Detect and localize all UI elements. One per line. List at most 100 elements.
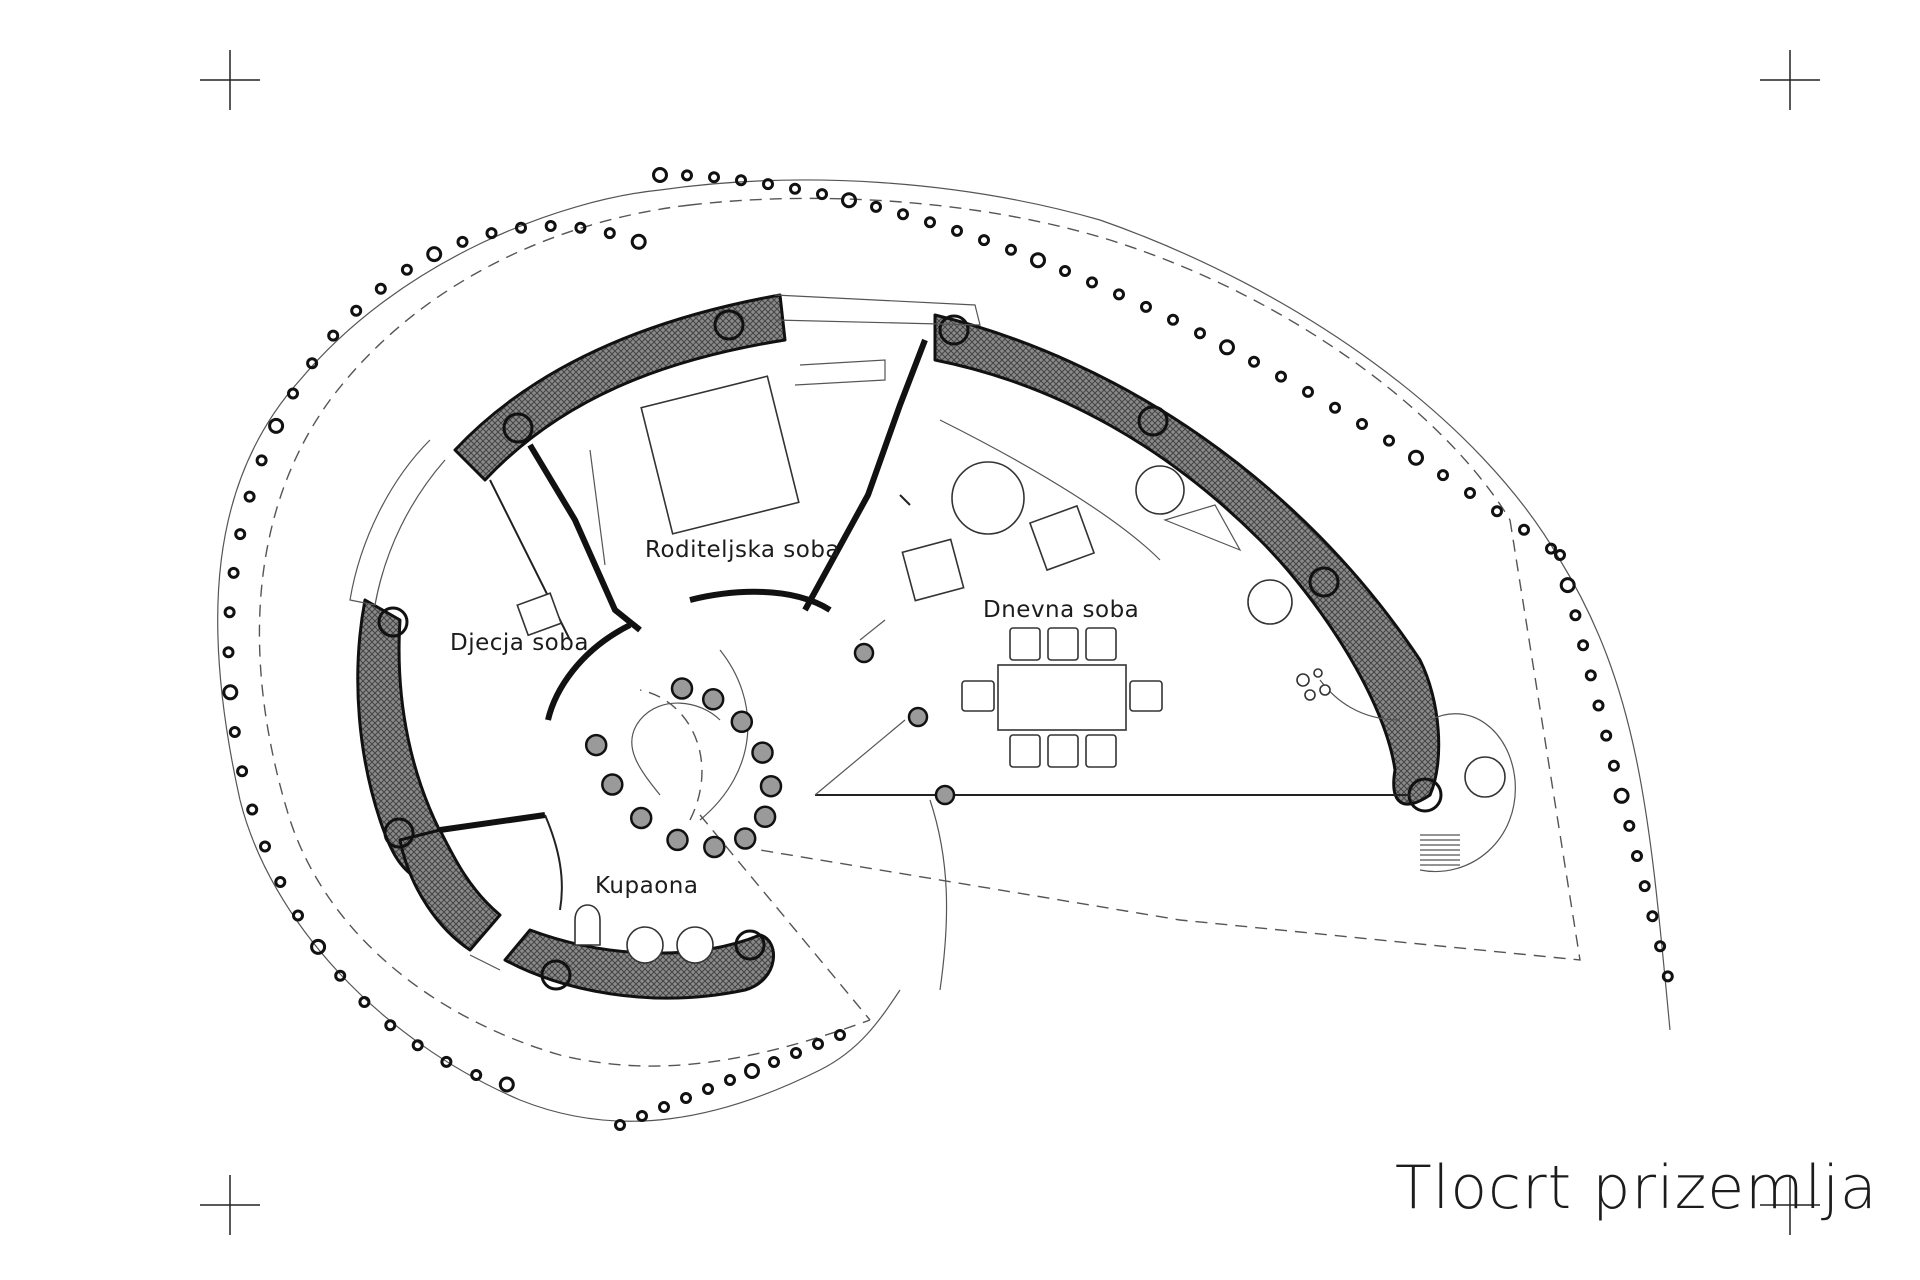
stair-post bbox=[733, 827, 757, 850]
stair-post bbox=[629, 806, 653, 830]
stair-post bbox=[601, 773, 624, 796]
boundary-post bbox=[426, 246, 443, 263]
boundary-post bbox=[1194, 327, 1206, 340]
dining-chair bbox=[1009, 734, 1041, 768]
spiral-stair-posts bbox=[584, 677, 783, 859]
boundary-post bbox=[1646, 910, 1659, 923]
boundary-post bbox=[1592, 699, 1605, 712]
boundary-post bbox=[680, 1092, 692, 1104]
free-standing-posts bbox=[853, 642, 956, 806]
boundary-post bbox=[1464, 487, 1476, 499]
boundary-post bbox=[1654, 940, 1667, 953]
boundary-post bbox=[744, 1063, 760, 1079]
boundary-post bbox=[1302, 385, 1314, 398]
boundary-post bbox=[652, 167, 668, 183]
boundary-post bbox=[1600, 729, 1613, 742]
boundary-post bbox=[1545, 542, 1557, 555]
boundary-post bbox=[816, 188, 828, 201]
boundary-post bbox=[1554, 549, 1566, 561]
drawing-title: Tlocrt prizemlja bbox=[1395, 1153, 1878, 1223]
boundary-post bbox=[681, 169, 693, 182]
boundary-post bbox=[456, 235, 469, 248]
boundary-post bbox=[789, 182, 801, 195]
boundary-post bbox=[1059, 265, 1071, 277]
boundary-post bbox=[1005, 243, 1017, 256]
boundary-post bbox=[724, 1074, 736, 1086]
boundary-post bbox=[350, 304, 363, 317]
boundary-post bbox=[1248, 355, 1260, 368]
stair-post bbox=[584, 733, 608, 757]
boundary-post bbox=[768, 1056, 780, 1068]
boundary-post bbox=[292, 909, 304, 922]
boundary-post bbox=[234, 528, 247, 541]
boundary-post bbox=[374, 282, 387, 295]
boundary-post bbox=[236, 765, 249, 778]
boundary-post bbox=[1167, 313, 1179, 326]
boundary-post bbox=[1275, 370, 1287, 383]
boundary-post bbox=[358, 996, 371, 1008]
site-boundary bbox=[217, 179, 1671, 1122]
stair-post bbox=[701, 688, 725, 711]
boundary-post bbox=[384, 1019, 397, 1032]
boundary-post bbox=[1356, 418, 1368, 430]
room-label-kupaona: Kupaona bbox=[595, 873, 698, 899]
boundary-post bbox=[334, 969, 347, 982]
boundary-post bbox=[735, 174, 747, 187]
boundary-post bbox=[1577, 639, 1590, 652]
boundary-post bbox=[310, 938, 327, 955]
dining-chair bbox=[1047, 734, 1079, 768]
boundary-post bbox=[1030, 252, 1046, 269]
boundary-post bbox=[978, 234, 990, 247]
stair-post bbox=[753, 805, 777, 829]
boundary-post bbox=[222, 684, 239, 701]
boundary-post bbox=[1437, 469, 1449, 482]
entrance-beam bbox=[814, 619, 1410, 796]
boundary-post bbox=[762, 178, 774, 191]
boundary-post bbox=[708, 171, 720, 184]
boundary-post bbox=[268, 417, 285, 434]
boundary-post bbox=[327, 329, 340, 342]
boundary-post bbox=[485, 227, 498, 240]
boundary-post bbox=[1219, 339, 1235, 356]
boundary-post bbox=[227, 566, 240, 579]
stair-post bbox=[751, 741, 774, 764]
boundary-post bbox=[1613, 787, 1630, 804]
boundary-posts bbox=[222, 167, 1674, 1131]
boundary-post bbox=[812, 1038, 824, 1050]
boundary-post bbox=[1113, 288, 1125, 301]
boundary-post bbox=[1086, 276, 1098, 289]
boundary-post bbox=[498, 1076, 515, 1093]
boundary-post bbox=[1661, 970, 1674, 983]
dining-chair bbox=[961, 680, 995, 712]
boundary-post bbox=[411, 1039, 424, 1052]
stair-post bbox=[703, 835, 726, 859]
boundary-post bbox=[1559, 577, 1576, 594]
boundary-post bbox=[306, 357, 319, 370]
boundary-post bbox=[255, 454, 268, 467]
boundary-post bbox=[243, 490, 256, 503]
crop-marks bbox=[200, 50, 1820, 1235]
glazing bbox=[349, 294, 981, 971]
boundary-post bbox=[400, 263, 413, 276]
boundary-post bbox=[834, 1029, 846, 1041]
boundary-post bbox=[702, 1083, 714, 1095]
boundary-post bbox=[614, 1119, 626, 1131]
boundary-post bbox=[246, 803, 259, 816]
boundary-post bbox=[1638, 880, 1651, 893]
stair-post bbox=[666, 828, 689, 852]
room-label-dnevna: Dnevna soba bbox=[983, 597, 1139, 623]
boundary-post bbox=[658, 1101, 670, 1113]
boundary-post bbox=[897, 208, 909, 221]
dining-chair bbox=[1085, 734, 1117, 768]
boundary-post bbox=[274, 876, 287, 888]
boundary-post bbox=[287, 387, 299, 400]
boundary-post bbox=[470, 1069, 483, 1081]
stair-post bbox=[670, 677, 694, 700]
interior-partitions bbox=[439, 338, 928, 911]
boundary-post bbox=[574, 221, 587, 234]
boundary-post bbox=[1329, 401, 1341, 414]
boundary-post bbox=[1518, 523, 1530, 536]
boundary-post bbox=[228, 726, 241, 738]
boundary-post bbox=[1140, 300, 1152, 313]
